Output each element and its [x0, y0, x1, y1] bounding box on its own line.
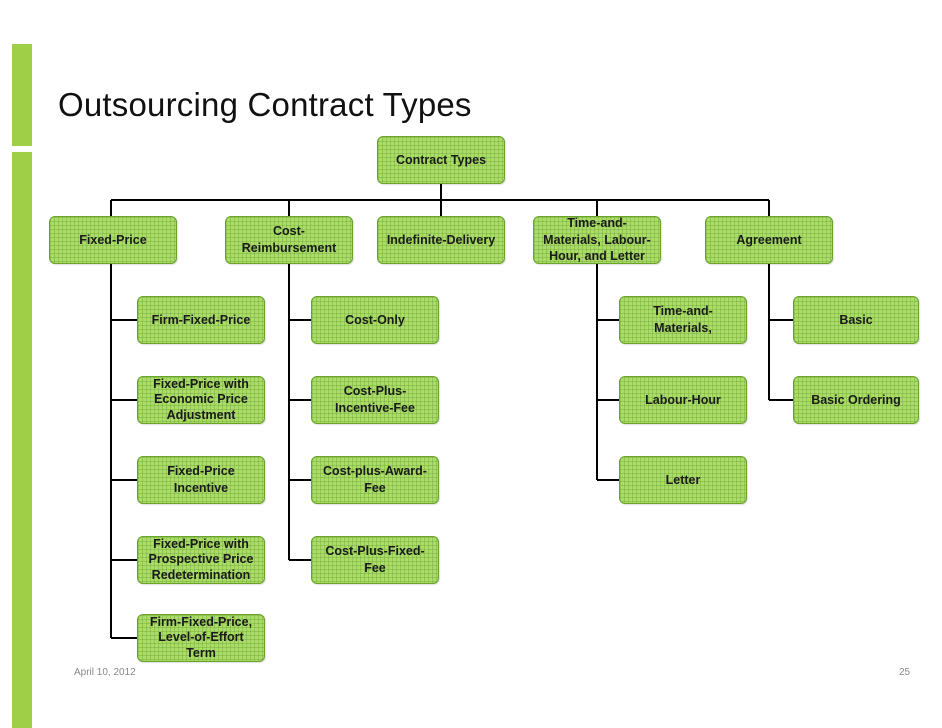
node-fixed-price-prospective-redetermination: Fixed-Price with Prospective Price Redet… [137, 536, 265, 584]
node-labour-hour: Labour-Hour [619, 376, 747, 424]
node-cost-plus-award-fee: Cost-plus-Award-Fee [311, 456, 439, 504]
node-basic: Basic [793, 296, 919, 344]
node-firm-fixed-price-loe: Firm-Fixed-Price, Level-of-Effort Term [137, 614, 265, 662]
node-time-and-materials: Time-and-Materials, [619, 296, 747, 344]
footer-date: April 10, 2012 [74, 667, 136, 678]
node-category-indefinite-delivery: Indefinite-Delivery [377, 216, 505, 264]
accent-bar-bottom [12, 152, 32, 728]
node-fixed-price-economic-adjustment: Fixed-Price with Economic Price Adjustme… [137, 376, 265, 424]
node-fixed-price-incentive: Fixed-Price Incentive [137, 456, 265, 504]
node-root: Contract Types [377, 136, 505, 184]
page-number: 25 [899, 667, 911, 678]
node-basic-ordering: Basic Ordering [793, 376, 919, 424]
node-category-agreement: Agreement [705, 216, 833, 264]
node-cost-plus-fixed-fee: Cost-Plus-Fixed-Fee [311, 536, 439, 584]
node-category-fixed-price: Fixed-Price [49, 216, 177, 264]
node-cost-only: Cost-Only [311, 296, 439, 344]
node-letter: Letter [619, 456, 747, 504]
node-category-time-materials: Time-and-Materials, Labour-Hour, and Let… [533, 216, 661, 264]
node-cost-plus-incentive-fee: Cost-Plus-Incentive-Fee [311, 376, 439, 424]
slide-title: Outsourcing Contract Types [58, 86, 472, 123]
node-category-cost-reimbursement: Cost-Reimbursement [225, 216, 353, 264]
node-firm-fixed-price: Firm-Fixed-Price [137, 296, 265, 344]
accent-bar-top [12, 44, 32, 146]
